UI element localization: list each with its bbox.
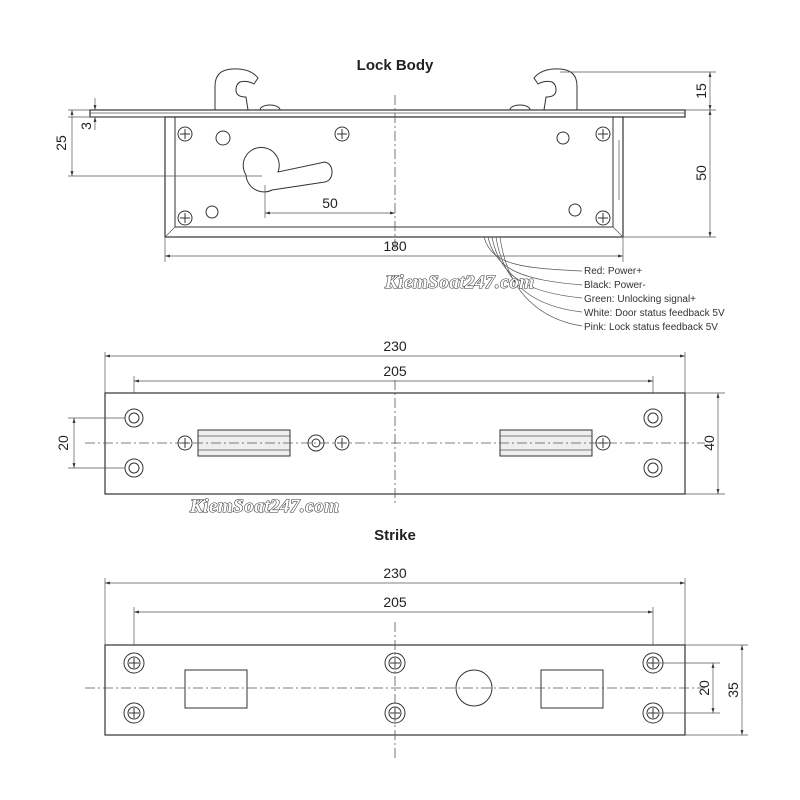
- wire-bundle: [483, 236, 583, 327]
- strike-dim-205: 205: [383, 594, 407, 610]
- strike-title: Strike: [374, 527, 416, 544]
- dim-50-vertical: 50: [693, 165, 709, 181]
- body-hole-3: [556, 131, 570, 145]
- lock-body-title: Lock Body: [357, 57, 434, 74]
- body-screw-top-mid: [334, 126, 350, 142]
- strike-hole-bl: [123, 702, 145, 724]
- body-hole-4: [568, 203, 582, 217]
- strike-hook-slot-right: [540, 669, 604, 709]
- faceplate-hole-bl: [128, 462, 140, 474]
- body-screw-bottom-left: [177, 210, 193, 226]
- watermark-top: KiemSoat247.com: [384, 272, 534, 293]
- dim-3: 3: [78, 122, 94, 130]
- faceplate-hole-br: [647, 462, 659, 474]
- watermark-middle: KiemSoat247.com: [189, 496, 339, 517]
- lock-faceplate-strip: [89, 109, 686, 118]
- strike-hole-tl: [123, 652, 145, 674]
- left-hook: [214, 68, 259, 111]
- faceplate-dim-230: 230: [383, 338, 407, 354]
- lock-body-case: [164, 116, 624, 238]
- right-hook: [533, 68, 578, 111]
- strike-hole-br: [642, 702, 664, 724]
- strike-dim-35: 35: [725, 682, 741, 698]
- dim-50-horizontal: 50: [322, 195, 338, 211]
- wire-label-white: White: Door status feedback 5V: [584, 308, 725, 319]
- wire-label-red: Red: Power+: [584, 266, 642, 277]
- body-screw-top-right: [595, 126, 611, 142]
- dim-15: 15: [693, 83, 709, 99]
- lock-body-inner: [174, 116, 614, 228]
- strike-dim-20: 20: [696, 680, 712, 696]
- faceplate-view: 230 205 20 40: [55, 338, 725, 505]
- strike-magnet-hole: [455, 669, 493, 707]
- faceplate-dim-205: 205: [383, 363, 407, 379]
- body-hole-1: [215, 130, 231, 146]
- strike-hook-slot-left: [184, 669, 248, 709]
- wire-label-green: Green: Unlocking signal+: [584, 294, 696, 305]
- faceplate-hole-tl: [128, 412, 140, 424]
- wire-label-pink: Pink: Lock status feedback 5V: [584, 322, 718, 333]
- lock-body-view: Lock Body 15: [53, 57, 725, 333]
- dim-180: 180: [383, 238, 407, 254]
- dim-25: 25: [53, 135, 69, 151]
- body-screw-bottom-right: [595, 210, 611, 226]
- strike-view: Strike 230 205 20 35: [85, 527, 748, 758]
- wire-label-black: Black: Power-: [584, 280, 646, 291]
- faceplate-dim-40: 40: [701, 435, 717, 451]
- body-hole-2: [205, 205, 219, 219]
- faceplate-hole-tr: [647, 412, 659, 424]
- faceplate-dim-20: 20: [55, 435, 71, 451]
- strike-dim-230: 230: [383, 565, 407, 581]
- body-screw-top-left: [177, 126, 193, 142]
